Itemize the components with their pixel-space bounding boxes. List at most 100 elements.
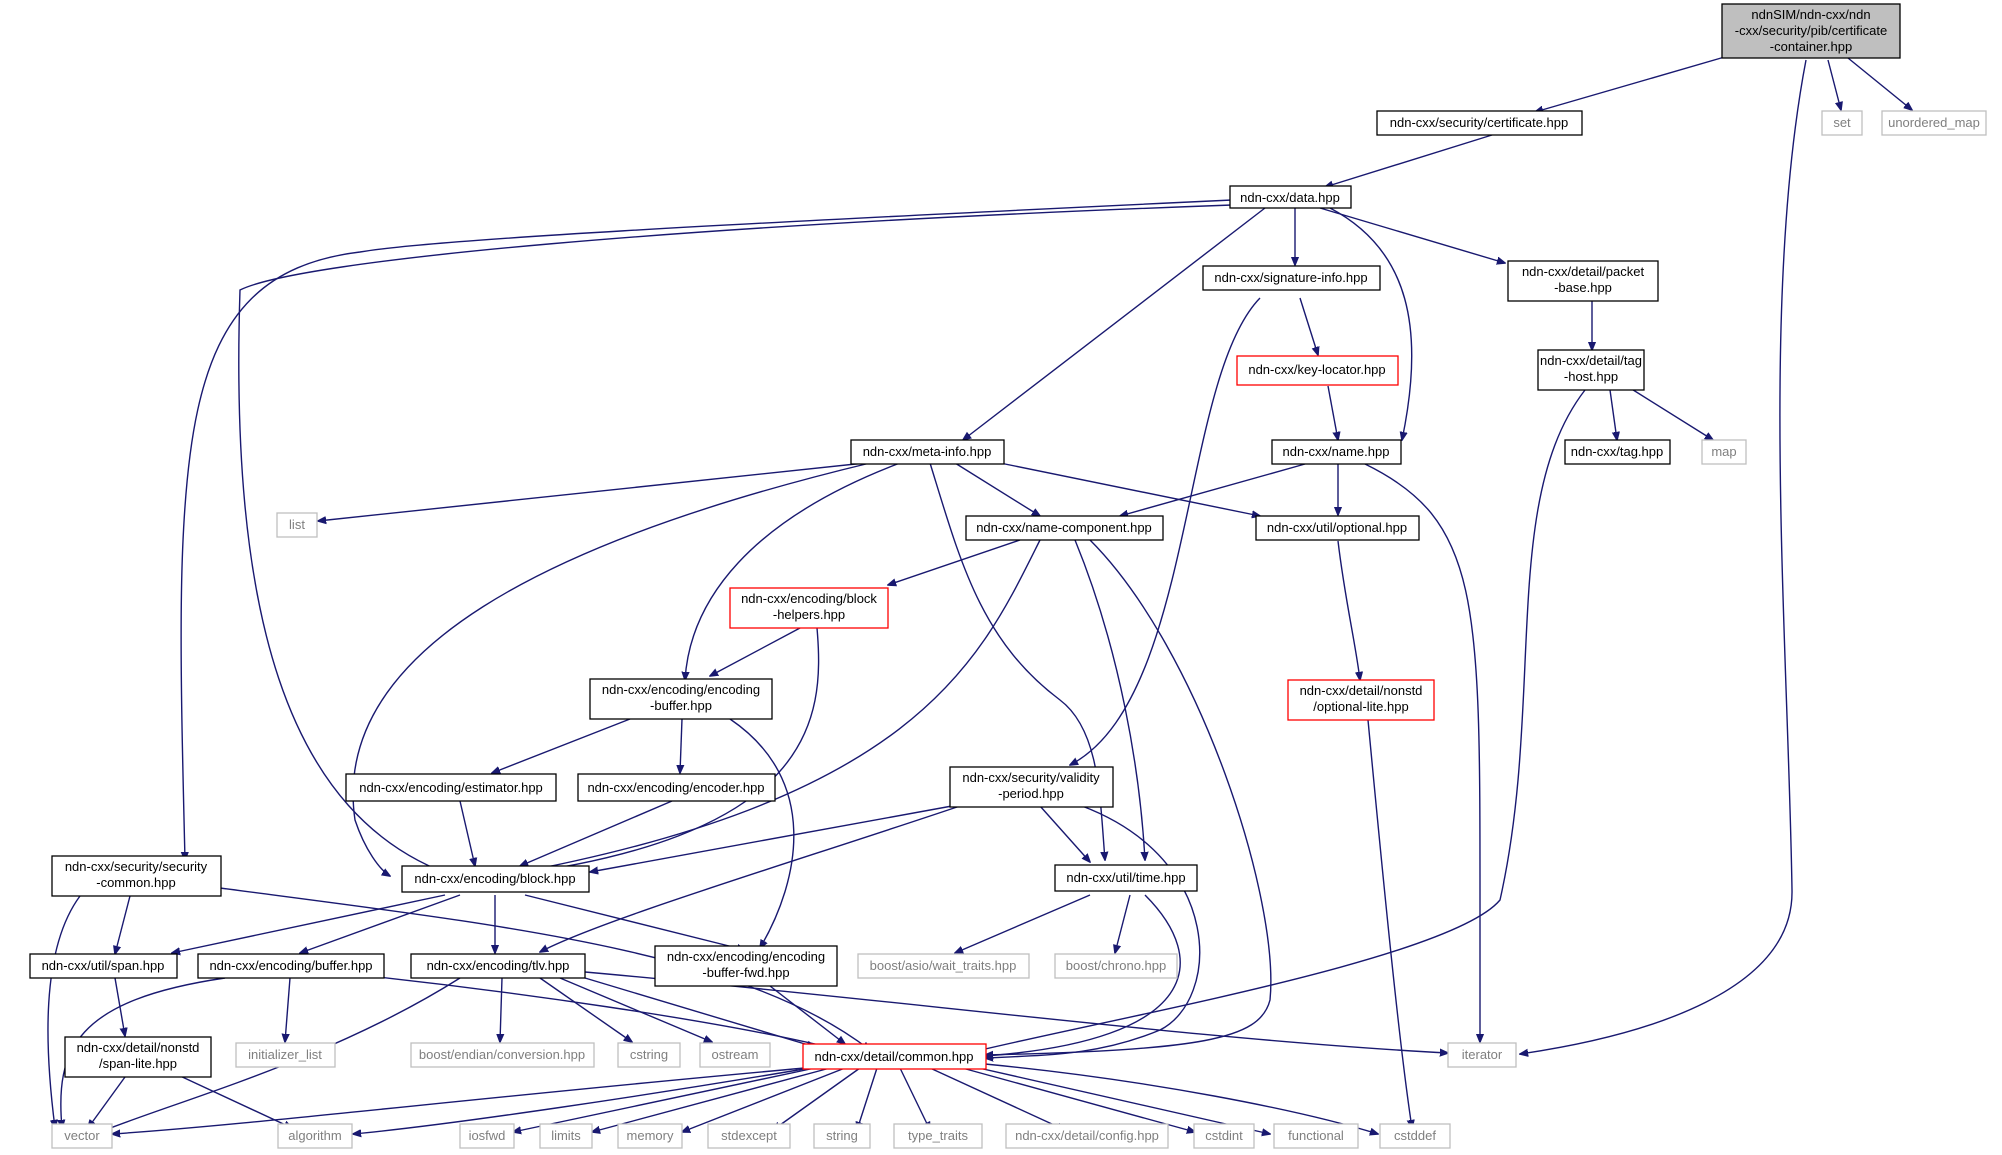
node-tlv[interactable]: ndn-cxx/encoding/tlv.hpp (410, 953, 586, 979)
edge-tlv-common (574, 974, 815, 1047)
node-limits[interactable]: limits (539, 1123, 593, 1149)
edge-validity-period-time (1039, 805, 1090, 862)
node-time[interactable]: ndn-cxx/util/time.hpp (1054, 864, 1198, 892)
edge-block-helpers-encoding-buffer (710, 627, 801, 676)
edge-tag-host-tag (1609, 389, 1617, 440)
node-span-lite[interactable]: ndn-cxx/detail/nonstd /span-lite.hpp (64, 1036, 212, 1078)
node-label: ndn-cxx/detail/nonstd (1300, 683, 1423, 698)
edge-time-common (985, 894, 1181, 1056)
node-type-traits[interactable]: type_traits (893, 1123, 983, 1149)
node-stdexcept[interactable]: stdexcept (707, 1123, 791, 1149)
node-root-certificate-container[interactable]: ndnSIM/ndn-cxx/ndn -cxx/security/pib/cer… (1721, 3, 1901, 59)
node-label: memory (627, 1128, 674, 1143)
node-label: limits (551, 1128, 581, 1143)
node-unordered-map[interactable]: unordered_map (1881, 110, 1987, 136)
node-cstddef[interactable]: cstddef (1379, 1123, 1451, 1149)
node-label: ndn-cxx/detail/config.hpp (1015, 1128, 1159, 1143)
node-tag-host[interactable]: ndn-cxx/detail/tag -host.hpp (1537, 349, 1645, 391)
node-block[interactable]: ndn-cxx/encoding/block.hpp (401, 865, 590, 893)
node-label: unordered_map (1888, 115, 1980, 130)
node-label: ndn-cxx/security/certificate.hpp (1390, 115, 1568, 130)
edge-root-iterator (1520, 59, 1807, 1054)
edge-tlv-ostream (559, 977, 712, 1042)
edge-block-span (172, 894, 446, 953)
node-label: -buffer.hpp (650, 698, 712, 713)
node-block-helpers[interactable]: ndn-cxx/encoding/block -helpers.hpp (729, 587, 889, 629)
edge-buffer-initializer-list (285, 977, 291, 1042)
node-label: ndn-cxx/encoding/encoder.hpp (587, 780, 764, 795)
node-set[interactable]: set (1821, 110, 1863, 136)
node-tag[interactable]: ndn-cxx/tag.hpp (1564, 439, 1671, 465)
edge-data-security-common (180, 199, 1233, 860)
node-wait-traits[interactable]: boost/asio/wait_traits.hpp (857, 953, 1030, 979)
edge-meta-info-encoding-buffer (685, 462, 901, 680)
node-common[interactable]: ndn-cxx/detail/common.hpp (802, 1043, 987, 1070)
node-label: ndn-cxx/security/security (65, 859, 208, 874)
node-cstring[interactable]: cstring (617, 1042, 681, 1068)
node-label: ndn-cxx/name-component.hpp (976, 520, 1152, 535)
node-security-common[interactable]: ndn-cxx/security/security -common.hpp (51, 855, 222, 897)
node-label: -common.hpp (96, 875, 175, 890)
node-buffer[interactable]: ndn-cxx/encoding/buffer.hpp (197, 953, 385, 979)
edge-optional-lite-cstddef (1367, 719, 1412, 1128)
edge-security-common-vector (47, 895, 81, 1128)
node-encoding-buffer[interactable]: ndn-cxx/encoding/encoding -buffer.hpp (589, 678, 773, 720)
node-iosfwd[interactable]: iosfwd (459, 1123, 515, 1149)
edge-security-common-common (219, 887, 870, 1050)
node-label: ndn-cxx/encoding/encoding (602, 682, 760, 697)
node-memory[interactable]: memory (617, 1123, 683, 1149)
node-certificate[interactable]: ndn-cxx/security/certificate.hpp (1376, 110, 1583, 136)
edge-data-name (1329, 207, 1413, 440)
node-key-locator[interactable]: ndn-cxx/key-locator.hpp (1236, 355, 1399, 386)
node-label: ostream (712, 1047, 759, 1062)
node-meta-info[interactable]: ndn-cxx/meta-info.hpp (850, 439, 1005, 465)
node-data[interactable]: ndn-cxx/data.hpp (1229, 185, 1352, 209)
node-packet-base[interactable]: ndn-cxx/detail/packet -base.hpp (1507, 260, 1659, 302)
node-label: map (1711, 444, 1736, 459)
node-encoder[interactable]: ndn-cxx/encoding/encoder.hpp (577, 773, 776, 802)
node-label: ndnSIM/ndn-cxx/ndn (1751, 7, 1870, 22)
node-initializer-list[interactable]: initializer_list (235, 1042, 336, 1068)
node-label: boost/asio/wait_traits.hpp (870, 958, 1017, 973)
edge-name-component-block (500, 539, 1041, 876)
edge-common-cstdint (954, 1065, 1195, 1132)
node-span[interactable]: ndn-cxx/util/span.hpp (29, 953, 178, 979)
edge-validity-period-block (590, 805, 953, 872)
node-validity-period[interactable]: ndn-cxx/security/validity -period.hpp (949, 766, 1114, 808)
node-optional[interactable]: ndn-cxx/util/optional.hpp (1255, 515, 1420, 541)
node-label: ndn-cxx/name.hpp (1283, 444, 1390, 459)
node-ostream[interactable]: ostream (699, 1042, 771, 1068)
node-cstdint[interactable]: cstdint (1193, 1123, 1255, 1149)
node-label: string (826, 1128, 858, 1143)
node-vector[interactable]: vector (51, 1123, 113, 1149)
node-chrono[interactable]: boost/chrono.hpp (1054, 953, 1178, 979)
edge-signature-info-key-locator (1299, 297, 1318, 355)
node-signature-info[interactable]: ndn-cxx/signature-info.hpp (1202, 265, 1381, 291)
node-name[interactable]: ndn-cxx/name.hpp (1271, 439, 1402, 465)
node-name-component[interactable]: ndn-cxx/name-component.hpp (965, 515, 1164, 541)
node-label: -cxx/security/pib/certificate (1735, 23, 1887, 38)
node-endian[interactable]: boost/endian/conversion.hpp (410, 1042, 595, 1068)
edge-tlv-endian (500, 977, 502, 1042)
node-map[interactable]: map (1701, 439, 1747, 465)
node-estimator[interactable]: ndn-cxx/encoding/estimator.hpp (345, 773, 557, 802)
node-label: ndn-cxx/util/optional.hpp (1267, 520, 1407, 535)
edge-common-memory (682, 1067, 846, 1132)
node-label: vector (64, 1128, 100, 1143)
edge-encoding-buffer-estimator (492, 718, 631, 773)
node-string[interactable]: string (813, 1123, 871, 1149)
node-label: ndn-cxx/signature-info.hpp (1214, 270, 1367, 285)
node-label: iosfwd (469, 1128, 506, 1143)
node-encoding-buffer-fwd[interactable]: ndn-cxx/encoding/encoding -buffer-fwd.hp… (654, 945, 838, 987)
node-label: /span-lite.hpp (99, 1056, 177, 1071)
node-label: -host.hpp (1564, 369, 1618, 384)
node-label: ndn-cxx/detail/packet (1522, 264, 1645, 279)
edge-encoding-buffer-encoding-buffer-fwd (729, 718, 795, 948)
node-functional[interactable]: functional (1273, 1123, 1359, 1149)
node-algorithm[interactable]: algorithm (277, 1123, 353, 1149)
node-optional-lite[interactable]: ndn-cxx/detail/nonstd /optional-lite.hpp (1287, 679, 1435, 721)
node-list[interactable]: list (276, 512, 318, 538)
node-config[interactable]: ndn-cxx/detail/config.hpp (1005, 1123, 1169, 1149)
edge-time-chrono (1115, 894, 1131, 953)
node-iterator[interactable]: iterator (1447, 1042, 1517, 1068)
